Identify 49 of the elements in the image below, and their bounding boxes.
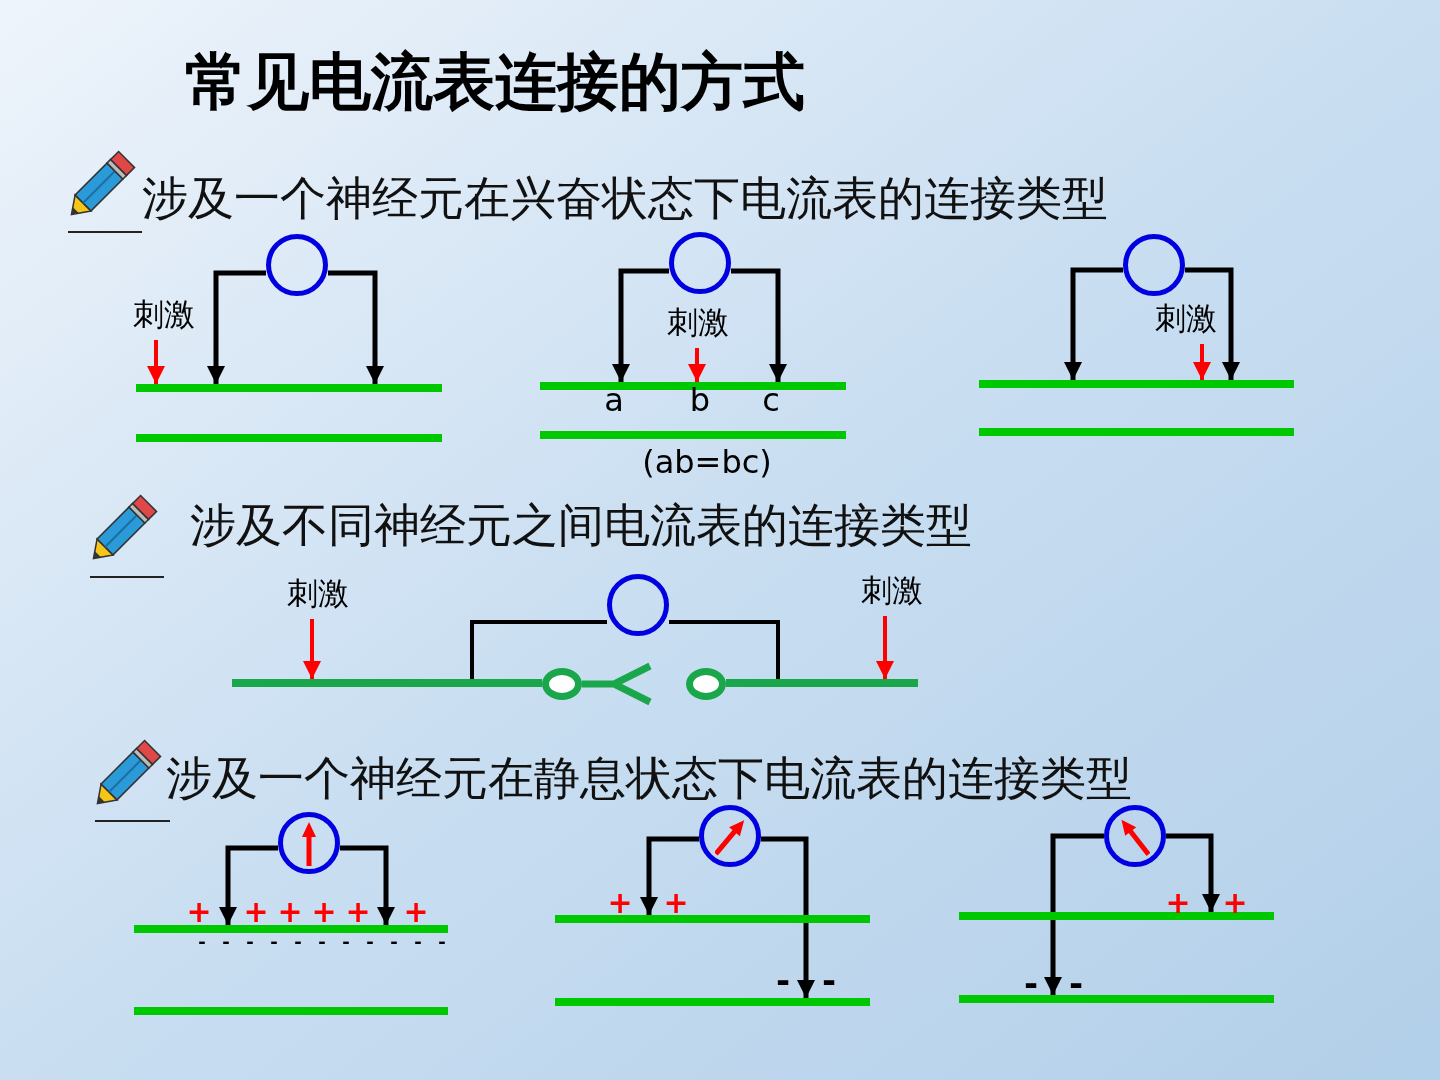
positive-charge-sign: +	[186, 897, 212, 927]
stimulus-arrow	[303, 619, 321, 679]
electrode-wire	[731, 268, 787, 382]
section-heading: 涉及一个神经元在兴奋状态下电流表的连接类型	[142, 175, 1108, 221]
stimulus-label: 刺激	[278, 575, 358, 611]
positive-charge-sign: +	[1222, 888, 1248, 918]
negative-charge-sign: -	[775, 963, 791, 997]
stimulus-label: 刺激	[658, 304, 738, 340]
electrode-wire	[1064, 267, 1123, 380]
electrode-wire	[1044, 833, 1104, 995]
point-label: c	[762, 384, 780, 416]
electrode-wire	[761, 836, 815, 998]
positive-charge-sign: +	[311, 897, 337, 927]
electrode-wire	[340, 845, 395, 925]
stimulus-arrow	[147, 340, 165, 384]
stimulus-arrow	[688, 348, 706, 382]
synaptic-knob	[542, 668, 582, 700]
negative-charge-row: - - - - - - - - - - -	[196, 933, 448, 953]
synaptic-knob	[686, 668, 726, 700]
negative-charge-sign: -	[1068, 966, 1084, 1000]
connecting-wire	[669, 620, 780, 679]
electrode-wire	[207, 270, 266, 384]
stimulus-label: 刺激	[124, 296, 204, 332]
section-heading: 涉及一个神经元在静息状态下电流表的连接类型	[166, 755, 1132, 801]
electrode-wire	[219, 845, 278, 925]
electrode-wire	[1185, 267, 1240, 380]
point-label: (ab=bc)	[642, 446, 772, 478]
connecting-wire	[470, 620, 607, 679]
electrode-wire	[328, 270, 384, 384]
positive-charge-sign: +	[663, 888, 689, 918]
electrode-wire	[640, 836, 699, 915]
electrode-wire	[612, 268, 669, 382]
electrode-wire	[1166, 833, 1220, 912]
section-heading: 涉及不同神经元之间电流表的连接类型	[190, 502, 972, 548]
stimulus-arrow	[876, 616, 894, 679]
stimulus-label: 刺激	[852, 572, 932, 608]
title: 常见电流表连接的方式	[185, 51, 805, 113]
stimulus-label: 刺激	[1146, 300, 1226, 336]
negative-charge-sign: -	[821, 963, 837, 997]
positive-charge-sign: +	[277, 897, 303, 927]
positive-charge-sign: +	[1165, 888, 1191, 918]
negative-charge-sign: -	[1023, 966, 1039, 1000]
point-label: b	[689, 384, 711, 416]
positive-charge-sign: +	[607, 888, 633, 918]
positive-charge-sign: +	[403, 897, 429, 927]
stimulus-arrow	[1193, 344, 1211, 380]
positive-charge-sign: +	[345, 897, 371, 927]
positive-charge-sign: +	[243, 897, 269, 927]
point-label: a	[604, 384, 624, 416]
